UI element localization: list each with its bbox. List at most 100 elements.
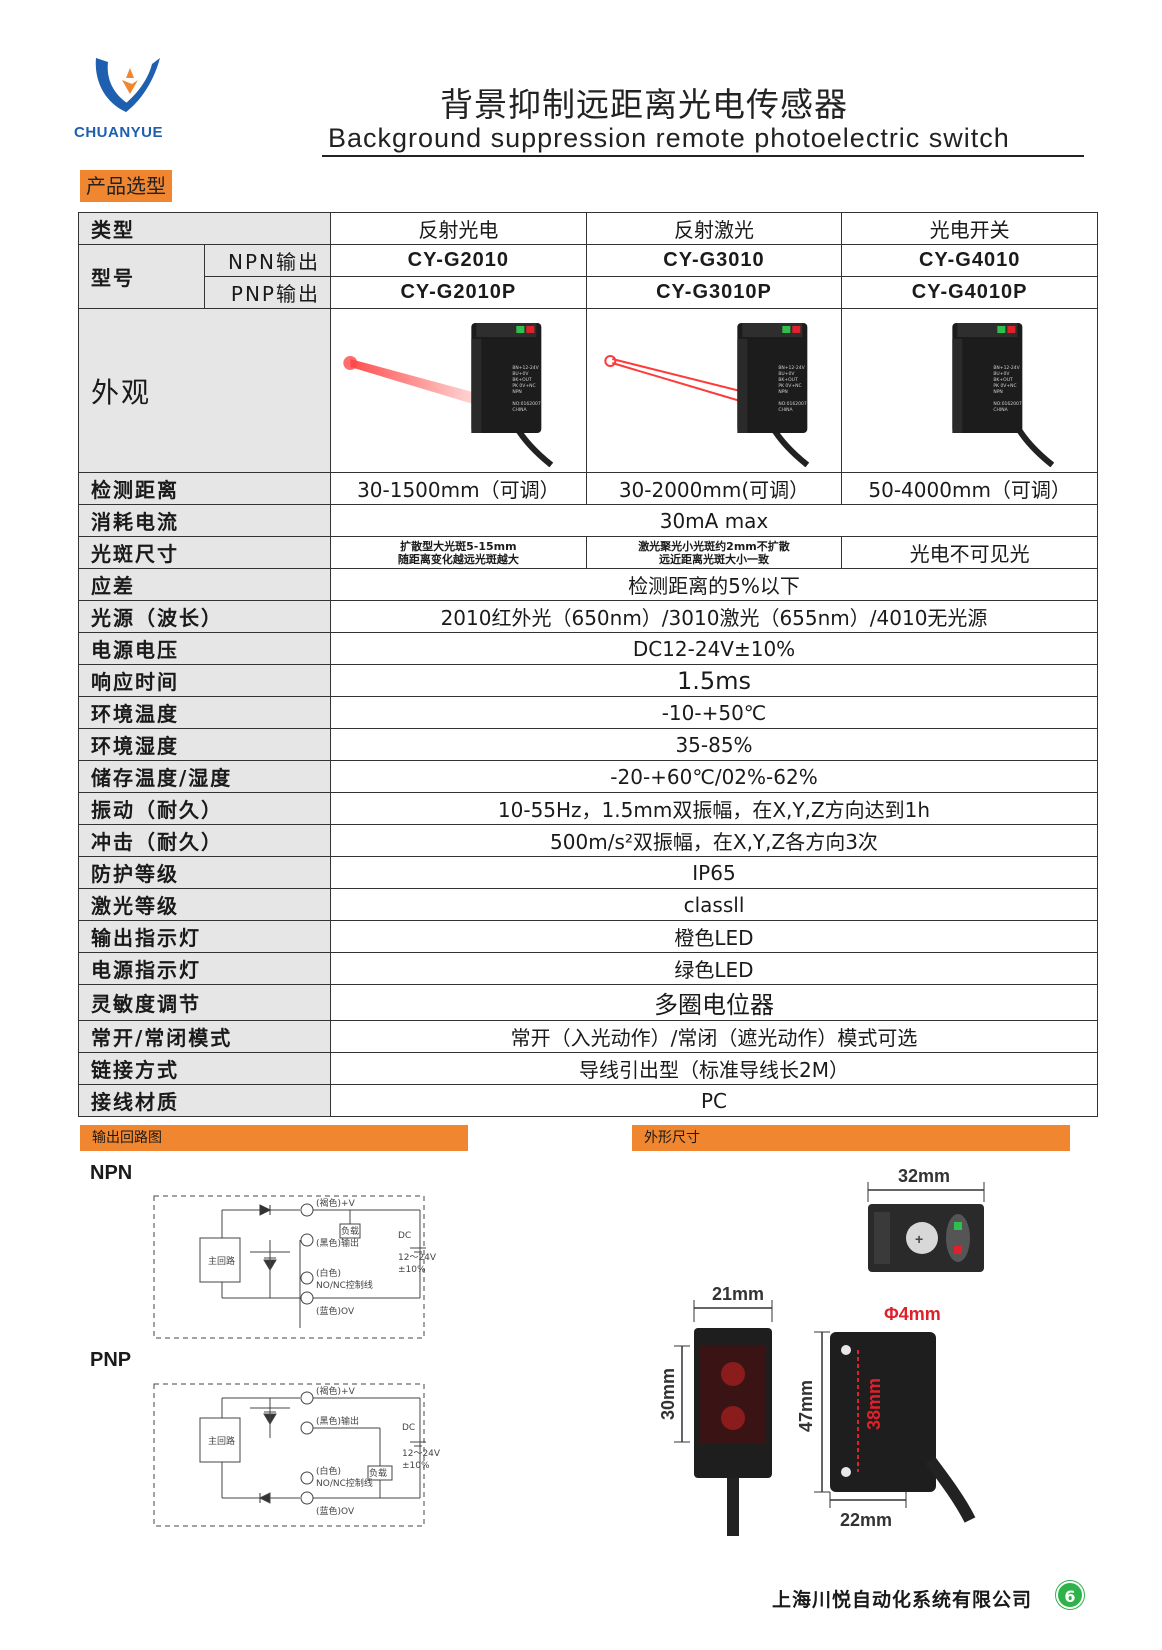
- sensor-print: BK+OUT: [994, 377, 1014, 383]
- load-label: 负载: [341, 1225, 359, 1237]
- product-photo-reflective: BN+12-24V BU+0V BK+OUT PK 0V+NC NPN NO:0…: [330, 308, 587, 473]
- spot-line: 激光聚光小光斑约2mm不扩散: [638, 539, 790, 553]
- wire-control: NO/NC控制线: [316, 1477, 373, 1489]
- row-label: 电源指示灯: [78, 952, 331, 985]
- pnp-label: PNP: [90, 1349, 132, 1371]
- spot-cell: 激光聚光小光斑约2mm不扩散远近距离光斑大小一致: [585, 536, 843, 569]
- dim-width-side: 22mm: [840, 1510, 892, 1530]
- model-cell: CY-G3010P: [585, 276, 843, 309]
- row-label: 检测距离: [78, 472, 331, 505]
- spot-line: 扩散型大光斑5-15mm: [400, 539, 517, 553]
- type-cell: 反射光电: [330, 212, 587, 245]
- model-cell: CY-G3010: [585, 244, 843, 277]
- sensor-print: NPN: [512, 389, 521, 395]
- wire-control: NO/NC控制线: [316, 1279, 373, 1291]
- dc-label: DC: [398, 1231, 411, 1241]
- table-row: 类型 反射光电 反射激光 光电开关: [78, 212, 1098, 245]
- type-cell: 光电开关: [841, 212, 1098, 245]
- sensor-print: CHINA: [994, 407, 1009, 413]
- row-value: 常开（入光动作）/常闭（遮光动作）模式可选: [330, 1020, 1098, 1053]
- spot-line: 远近距离光斑大小一致: [658, 552, 769, 566]
- row-value: 2010红外光（650nm）/3010激光（655nm）/4010无光源: [330, 600, 1098, 633]
- table-row: 常开/常闭模式常开（入光动作）/常闭（遮光动作）模式可选: [78, 1020, 1098, 1053]
- svg-text:+: +: [915, 1231, 923, 1247]
- row-value: classll: [330, 888, 1098, 921]
- table-row: 环境温度-10-+50℃: [78, 696, 1098, 729]
- dc-range: 12～24V: [402, 1449, 440, 1459]
- sensor-print: BK+OUT: [778, 377, 798, 383]
- dim-width-top: 32mm: [898, 1166, 950, 1186]
- table-row: 输出指示灯橙色LED: [78, 920, 1098, 953]
- sensor-print: NPN: [778, 389, 787, 395]
- spot-line: 随距离变化越远光斑越大: [397, 552, 519, 566]
- model-cell: CY-G4010P: [841, 276, 1098, 309]
- pnp-circuit-diagram: 主回路 (褐色)+V (黑色)输出 负载 (白色) NO/NC控制线 (蓝色)O…: [153, 1383, 440, 1527]
- page-number: 6: [1056, 1581, 1084, 1609]
- row-label: 类型: [78, 212, 331, 245]
- row-label: 消耗电流: [78, 504, 331, 537]
- table-row: 外观 BN+12-24V BU+0V BK+OUT PK 0V+NC: [78, 308, 1098, 473]
- row-label: 链接方式: [78, 1052, 331, 1085]
- row-label: 灵敏度调节: [78, 984, 331, 1021]
- distance-cell: 30-2000mm(可调）: [585, 472, 843, 505]
- table-row: 消耗电流 30mA max: [78, 504, 1098, 537]
- sensor-print: BK+OUT: [512, 377, 532, 383]
- row-sublabel: PNP输出: [204, 276, 331, 309]
- dim-hole: Φ4mm: [884, 1304, 941, 1324]
- sensor-print: NO:0162007: [512, 401, 541, 407]
- table-row: PNP输出 CY-G2010P CY-G3010P CY-G4010P: [79, 276, 1098, 309]
- row-value: 1.5ms: [330, 664, 1098, 697]
- table-row: 应差检测距离的5%以下: [78, 568, 1098, 601]
- sensor-print: NPN: [994, 389, 1003, 395]
- sensor-print: NO:0162007: [994, 401, 1023, 407]
- sensor-print: BU+0V: [512, 371, 529, 377]
- wire-blue: (蓝色)OV: [316, 1505, 355, 1517]
- brand-logo: [95, 58, 160, 112]
- wire-black: (黑色)输出: [316, 1237, 359, 1249]
- sensor-print: CHINA: [778, 407, 793, 413]
- table-row: 型号 NPN输出 CY-G2010 CY-G3010 CY-G4010: [78, 244, 1098, 309]
- sensor-print: PK 0V+NC: [512, 383, 535, 389]
- row-sublabel: NPN输出: [204, 244, 331, 277]
- dim-width-front: 21mm: [712, 1284, 764, 1304]
- dimension-section-title: 外形尺寸: [632, 1125, 1070, 1151]
- sensor-print: PK 0V+NC: [994, 383, 1017, 389]
- wire-brown: (褐色)+V: [316, 1385, 356, 1397]
- row-value: IP65: [330, 856, 1098, 889]
- page-subtitle: Background suppression remote photoelect…: [328, 123, 1010, 153]
- row-label: 光斑尺寸: [78, 536, 331, 569]
- row-label: 防护等级: [78, 856, 331, 889]
- table-row: 冲击（耐久）500m/s²双振幅，在X,Y,Z各方向3次: [78, 824, 1098, 857]
- npn-label: NPN: [90, 1162, 133, 1184]
- wire-white: (白色): [316, 1267, 341, 1279]
- dc-label: DC: [402, 1423, 415, 1433]
- row-value: 500m/s²双振幅，在X,Y,Z各方向3次: [330, 824, 1098, 857]
- row-label: 冲击（耐久）: [78, 824, 331, 857]
- sensor-print: BN+12-24V: [994, 365, 1021, 371]
- load-label: 负载: [369, 1467, 387, 1479]
- main-circuit-label: 主回路: [208, 1435, 235, 1447]
- distance-cell: 30-1500mm（可调）: [330, 472, 587, 505]
- table-row: 电源指示灯绿色LED: [78, 952, 1098, 985]
- wire-brown: (褐色)+V: [316, 1197, 356, 1209]
- row-value: -20-+60℃/02%-62%: [330, 760, 1098, 793]
- row-value: PC: [330, 1084, 1098, 1117]
- table-row: 振动（耐久）10-55Hz，1.5mm双振幅，在X,Y,Z方向达到1h: [78, 792, 1098, 825]
- row-label: 型号: [78, 244, 205, 309]
- company-name: 上海川悦自动化系统有限公司: [772, 1589, 1033, 1611]
- sensor-print: PK 0V+NC: [778, 383, 801, 389]
- spec-table: 类型 反射光电 反射激光 光电开关 型号 NPN输出 CY-G2010 CY-G…: [78, 212, 1098, 1117]
- dc-range: 12～24V: [398, 1253, 437, 1263]
- dim-inner: 38mm: [864, 1378, 884, 1430]
- table-row: 检测距离 30-1500mm（可调） 30-2000mm(可调） 50-4000…: [78, 472, 1098, 505]
- row-label: 外观: [78, 308, 331, 473]
- sensor-print: BU+0V: [778, 371, 795, 377]
- spot-cell: 光电不可见光: [841, 536, 1098, 569]
- row-value: 导线引出型（标准导线长2M）: [330, 1052, 1098, 1085]
- row-label: 接线材质: [78, 1084, 331, 1117]
